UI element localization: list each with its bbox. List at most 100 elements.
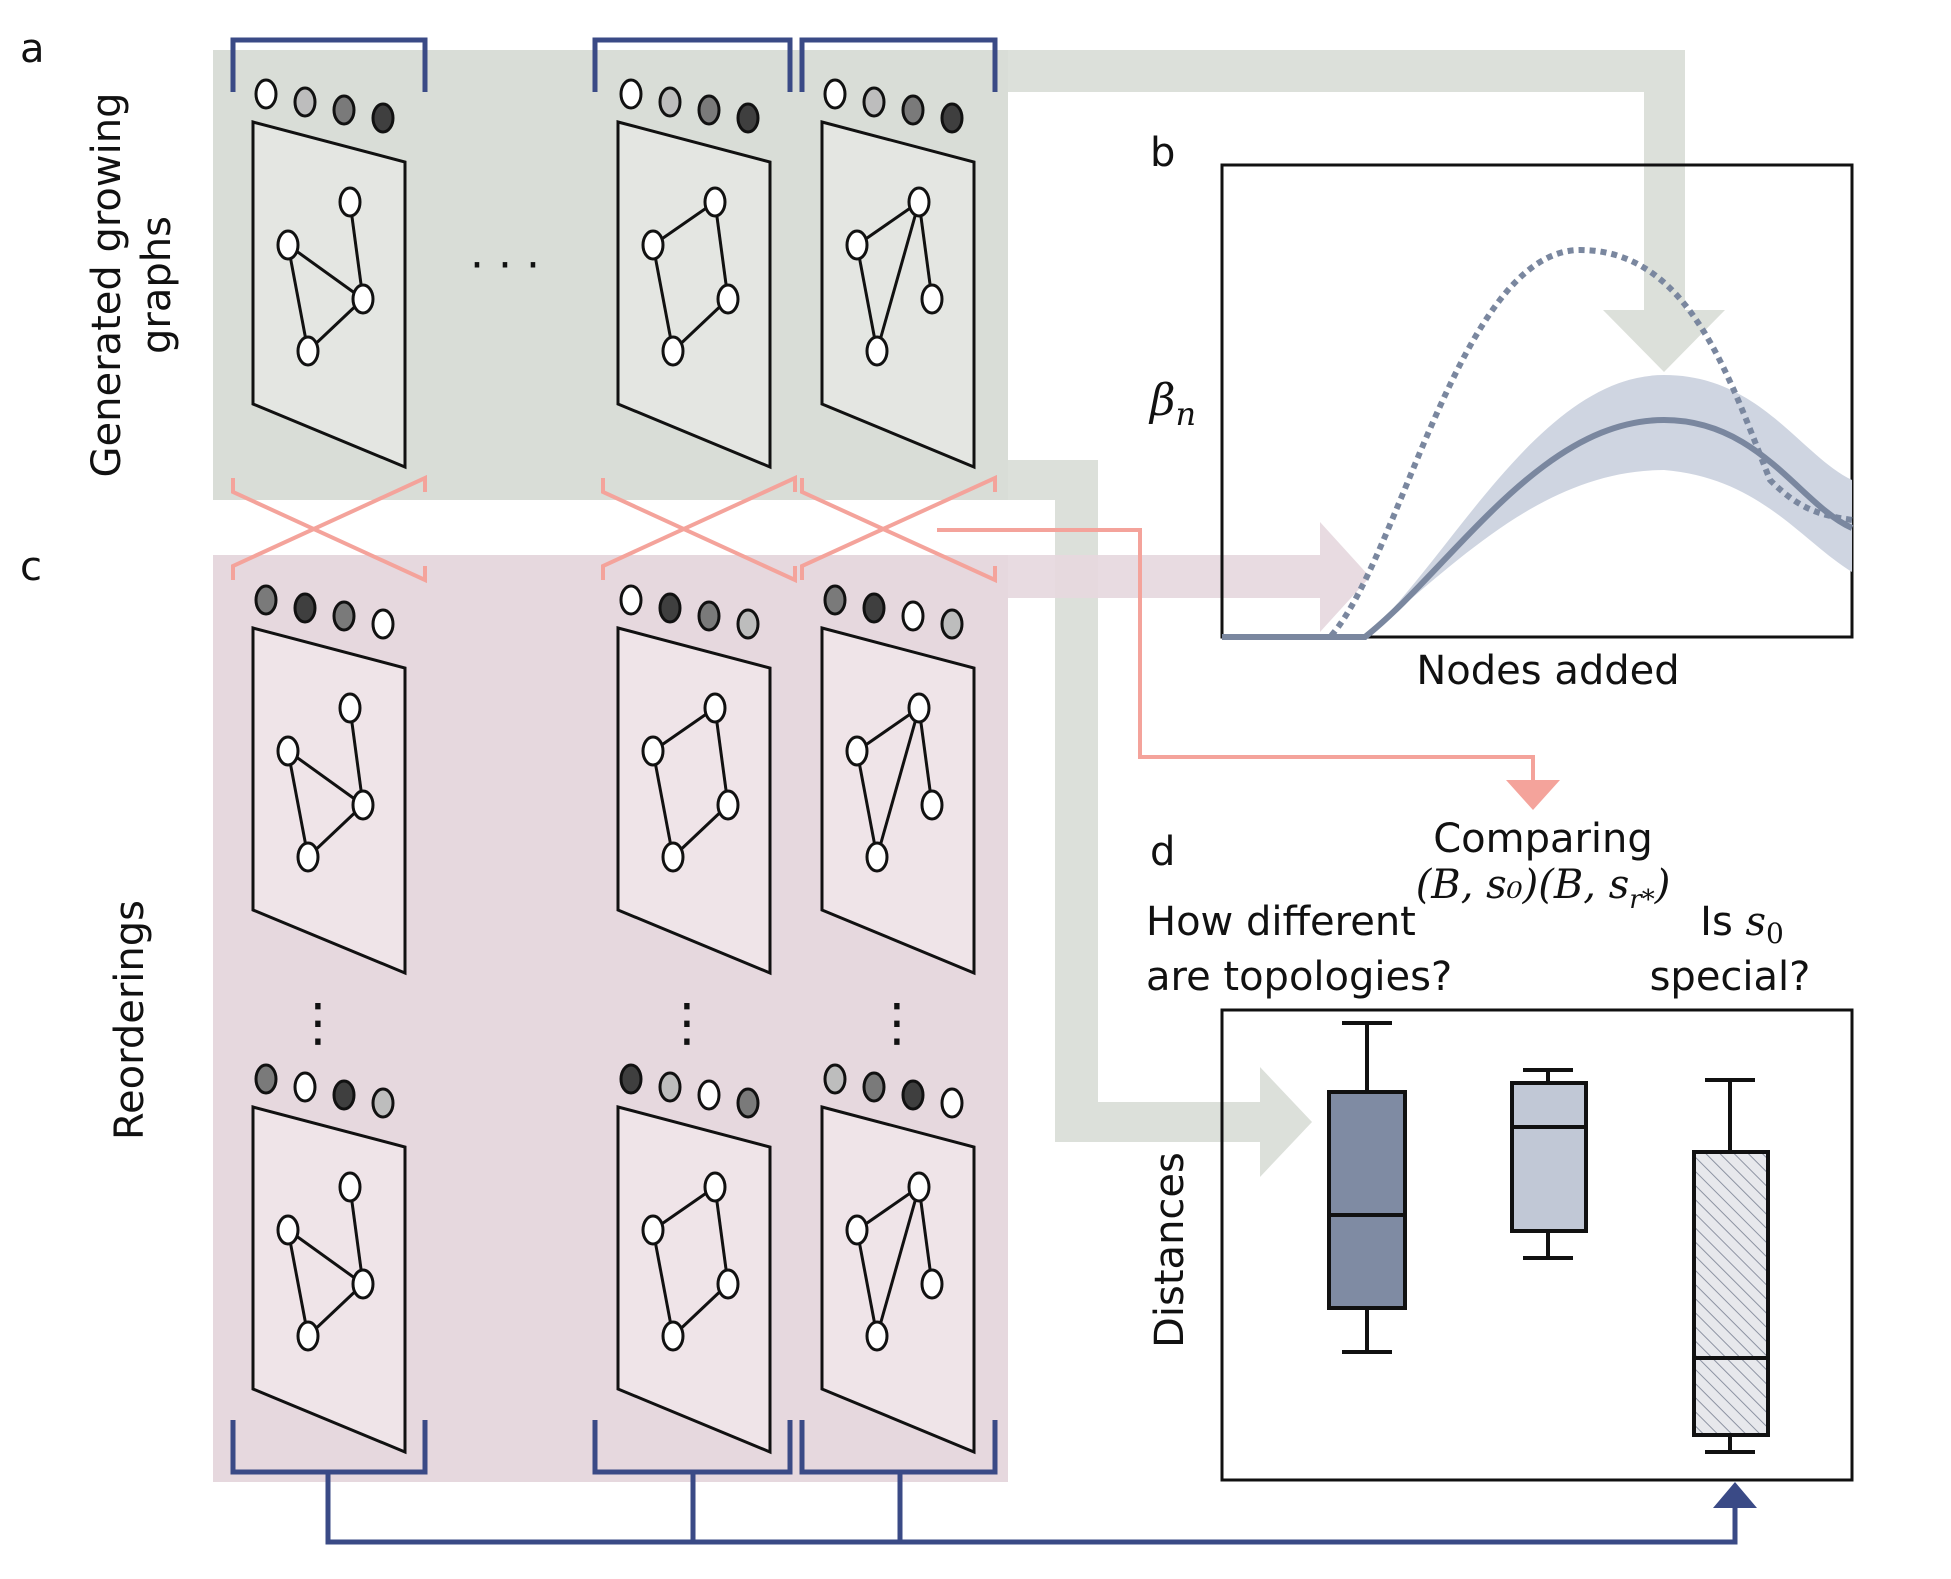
question-special-line2: special? — [1650, 954, 1811, 1000]
graph-edge — [713, 707, 730, 806]
node-order-dot — [862, 1071, 886, 1103]
graph-node — [641, 735, 665, 767]
top-brackets — [230, 37, 998, 92]
graph-node — [865, 1320, 889, 1352]
graph-card — [616, 626, 772, 976]
question-special-line1: Is s0 — [1700, 899, 1784, 950]
panel-label-c: c — [20, 544, 42, 590]
graph-node — [716, 283, 740, 315]
bottom-brackets — [230, 1420, 1738, 1545]
distances-ylabel: Distances — [1147, 1152, 1193, 1348]
graph-node — [716, 789, 740, 821]
graph-node — [703, 186, 727, 218]
beta-n-ylabel: βn — [1148, 375, 1196, 433]
graph-edge — [917, 1186, 934, 1285]
graph-card — [820, 626, 976, 976]
graph-edge — [713, 201, 730, 300]
graph-edge — [917, 201, 934, 300]
panel-d-frame — [1220, 1008, 1854, 1482]
node-order-dot — [697, 94, 721, 126]
generated-graphs-label-line2: graphs — [134, 216, 180, 354]
graph-edge — [651, 244, 675, 352]
node-order-dot — [371, 1087, 395, 1119]
graph-card — [820, 120, 976, 470]
pink-arrow-to-b — [1008, 522, 1370, 632]
graph-edge — [286, 244, 310, 352]
graph-node — [845, 229, 869, 261]
graph-node — [276, 229, 300, 261]
mean-curve — [1222, 416, 1854, 640]
graph-edge — [287, 749, 364, 807]
node-order-dot — [736, 608, 760, 640]
panel-d-plot: Distances — [1147, 1008, 1854, 1482]
boxplot-reorderings — [1510, 1068, 1588, 1260]
graph-node — [276, 735, 300, 767]
boxplot-s0-special — [1692, 1078, 1770, 1454]
uncertainty-band — [1365, 375, 1852, 637]
node-order-dot — [862, 592, 886, 624]
node-order-dot — [619, 584, 643, 616]
graph-node — [907, 1171, 931, 1203]
graph-node — [907, 692, 931, 724]
node-order-dot — [901, 600, 925, 632]
graph-node — [920, 789, 944, 821]
node-order-dot — [254, 584, 278, 616]
question-topologies-line1: How different — [1146, 899, 1416, 945]
graph-edge — [855, 244, 879, 352]
graph-edge — [875, 1186, 921, 1337]
graph-card — [251, 1105, 407, 1455]
green-arrow-to-b — [1008, 50, 1725, 372]
node-order-dot — [332, 600, 356, 632]
graph-card — [616, 1105, 772, 1455]
node-order-dot — [940, 102, 964, 134]
vertical-ellipsis-col2: ⋮ — [661, 993, 713, 1053]
node-order-dot — [619, 78, 643, 110]
node-order-dot — [371, 102, 395, 134]
graph-node — [338, 186, 362, 218]
reorderings-label: Reorderings — [107, 900, 153, 1140]
graph-node — [351, 789, 375, 821]
graph-node — [865, 841, 889, 873]
graph-edge — [856, 200, 920, 247]
node-order-dot — [254, 78, 278, 110]
graph-edge — [286, 750, 310, 858]
node-order-dot — [332, 94, 356, 126]
graph-edge — [348, 201, 365, 300]
panel-b-plot: βn Nodes added — [1148, 163, 1854, 694]
salmon-crossings — [231, 474, 997, 584]
graph-edge — [287, 1228, 364, 1286]
graph-node — [920, 1268, 944, 1300]
graph-edge — [287, 243, 364, 301]
vertical-ellipsis-col3: ⋮ — [871, 993, 923, 1053]
graph-edge — [875, 201, 921, 352]
graph-edge — [652, 200, 716, 247]
node-order-dot — [697, 1079, 721, 1111]
node-order-dot — [736, 1087, 760, 1119]
panel-label-a: a — [20, 26, 45, 72]
graph-node — [845, 735, 869, 767]
graph-node — [703, 1171, 727, 1203]
graph-edge — [348, 1186, 365, 1285]
node-order-dot — [371, 608, 395, 640]
graph-node — [661, 841, 685, 873]
panel-label-d: d — [1150, 829, 1175, 875]
graph-edge — [652, 1185, 716, 1232]
graph-node — [296, 1320, 320, 1352]
graph-node — [641, 1214, 665, 1246]
navy-arrowhead — [1713, 1482, 1757, 1508]
graph-edge — [348, 707, 365, 806]
boxplot-topologies — [1327, 1021, 1407, 1354]
node-order-dot — [658, 592, 682, 624]
node-order-dot — [862, 86, 886, 118]
observed-dotted-curve — [1222, 246, 1853, 640]
graph-edge — [856, 1185, 920, 1232]
panel-b-frame — [1220, 163, 1854, 639]
node-order-dot — [940, 608, 964, 640]
graph-node — [351, 1268, 375, 1300]
node-order-dot — [619, 1063, 643, 1095]
green-arrow-to-d — [1008, 460, 1312, 1177]
graph-edge — [855, 1229, 879, 1337]
graph-edge — [652, 706, 716, 753]
node-order-dot — [901, 94, 925, 126]
graph-node — [351, 283, 375, 315]
